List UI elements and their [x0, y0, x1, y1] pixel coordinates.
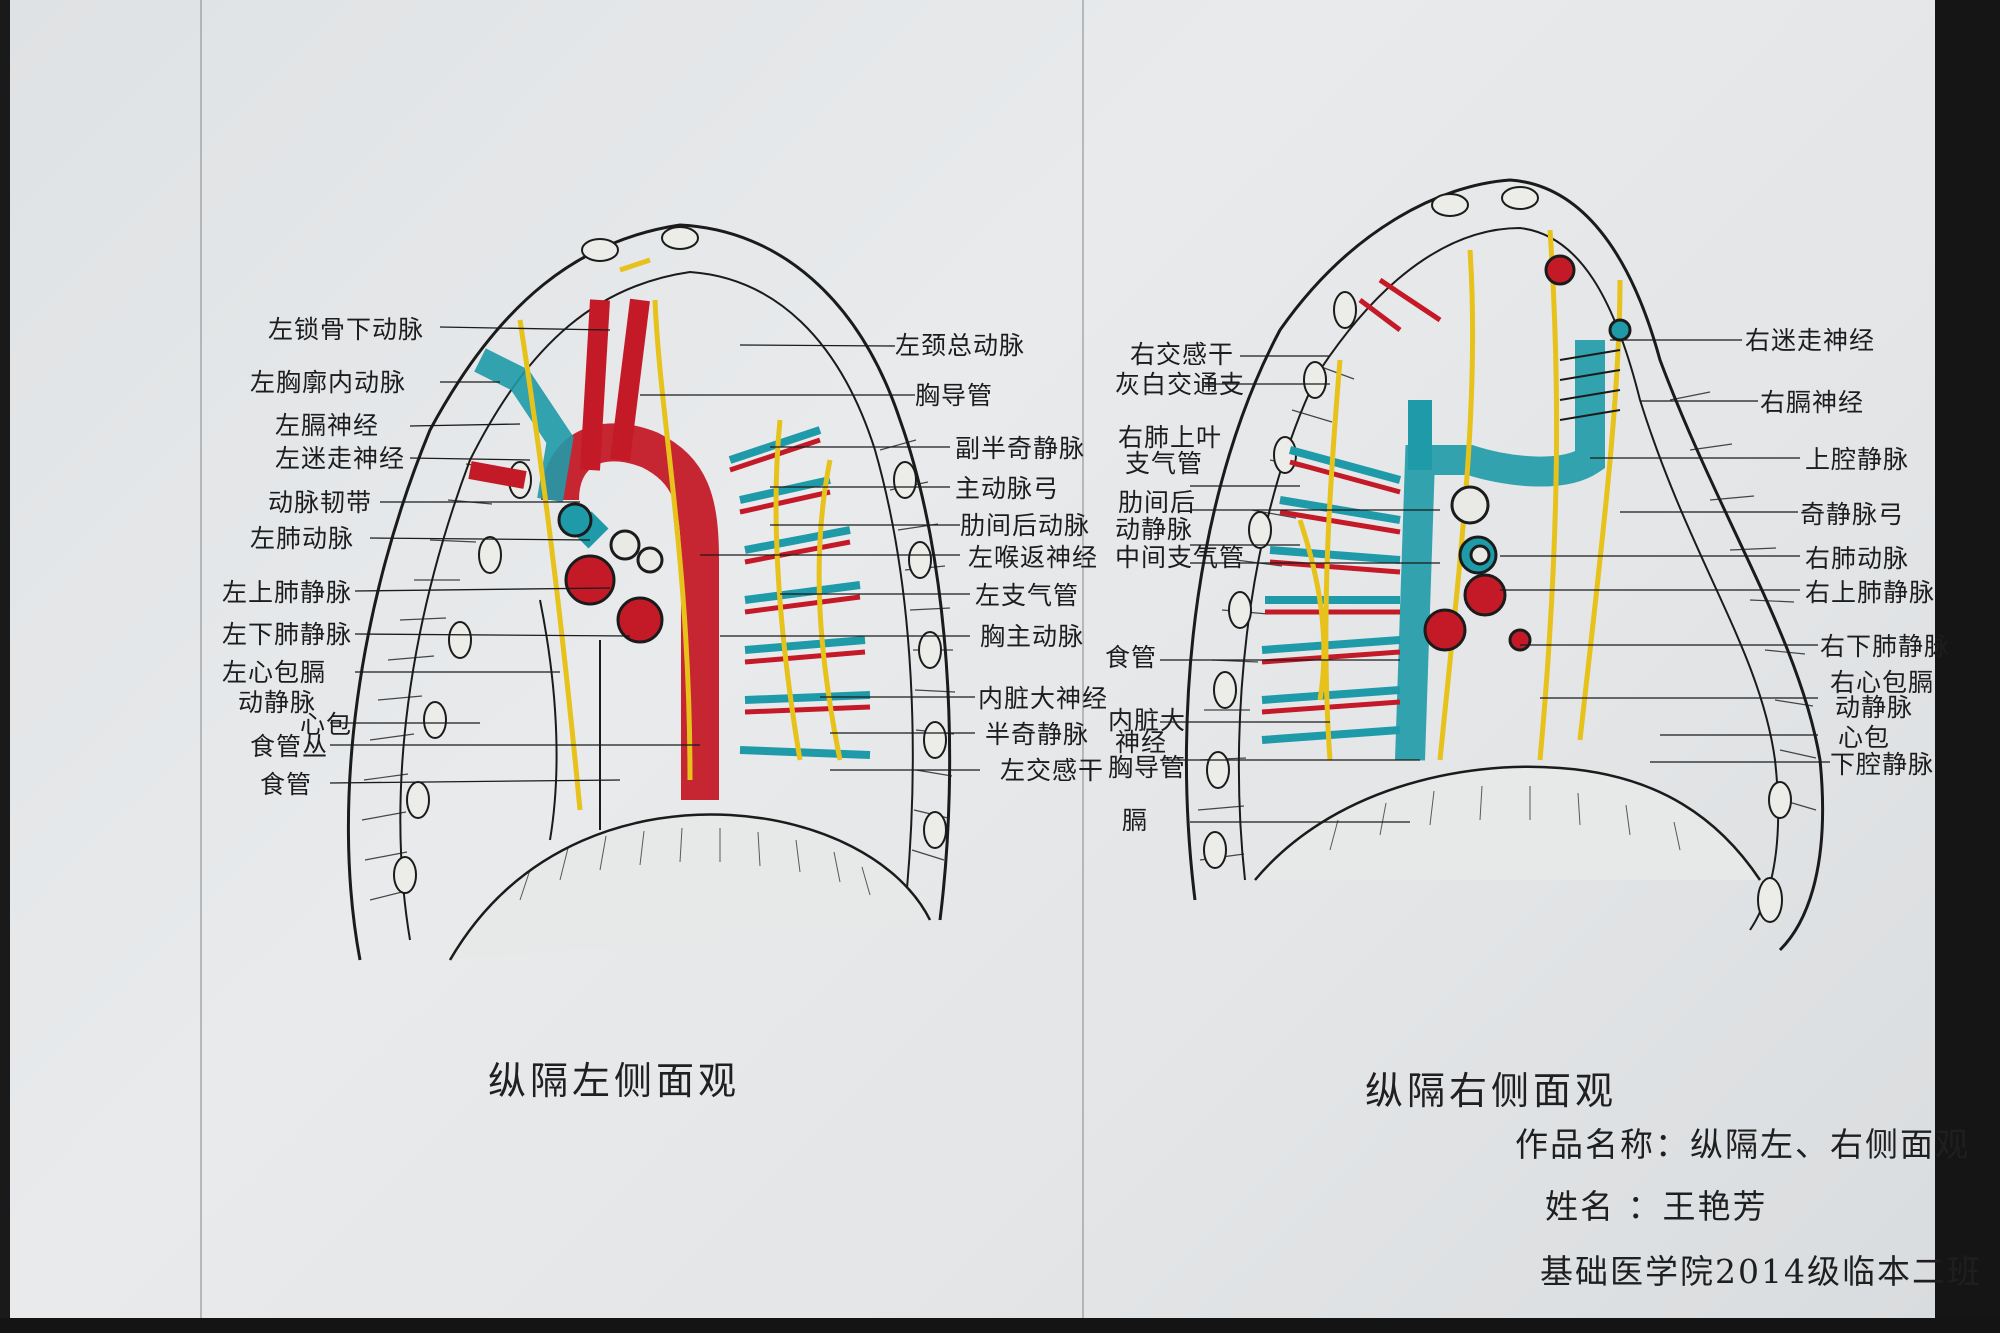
fold-line-left [200, 0, 202, 1318]
left-view-title: 纵隔左侧面观 [488, 1059, 741, 1103]
label-right-upper-lobe: 右肺上叶 [1118, 423, 1223, 452]
label-left-phrenic-nerve: 左膈神经 [275, 411, 380, 440]
paper-sheet [10, 0, 1935, 1318]
label-left-esophagus: 食管 [260, 770, 313, 799]
label-left-subclavian-artery: 左锁骨下动脉 [268, 315, 425, 344]
label-intermediate-bronchus: 中间支气管 [1115, 543, 1246, 572]
label-right-phrenic-nerve: 右膈神经 [1760, 388, 1865, 417]
label-thoracic-duct: 胸导管 [915, 381, 994, 410]
label-gray-white-rami: 灰白交通支 [1115, 370, 1246, 399]
label-aortic-arch: 主动脉弓 [955, 474, 1060, 503]
label-arterial-ligament: 动脉韧带 [268, 488, 373, 517]
label-diaphragm: 膈 [1122, 806, 1149, 835]
background-edge-bottom [0, 1318, 2000, 1333]
label-right-bronchus: 支气管 [1125, 449, 1204, 478]
label-left-common-carotid-artery: 左颈总动脉 [895, 331, 1026, 360]
label-greater-splanchnic-nerve: 内脏大神经 [978, 684, 1109, 713]
label-right-pericardiophrenic-av: 动静脉 [1835, 693, 1914, 722]
label-superior-vena-cava: 上腔静脉 [1805, 445, 1910, 474]
author-name: 姓名 ：王艳芳 [1545, 1187, 1768, 1226]
label-accessory-hemiazygos-vein: 副半奇静脉 [955, 434, 1086, 463]
label-right-greater-splanchnic-2: 神经 [1115, 728, 1168, 757]
work-name: 作品名称：纵隔左、右侧面观 [1515, 1125, 1970, 1164]
label-left-arteriovenous: 动静脉 [238, 688, 317, 717]
label-esophageal-plexus: 食管丛 [250, 732, 329, 761]
label-right-arteriovenous: 动静脉 [1115, 515, 1194, 544]
label-right-pulmonary-artery: 右肺动脉 [1805, 544, 1910, 573]
fold-line-center [1082, 0, 1084, 1318]
label-hemiazygos-vein: 半奇静脉 [985, 720, 1090, 749]
label-left-pulmonary-artery: 左肺动脉 [250, 524, 355, 553]
label-left-inferior-pulmonary-vein: 左下肺静脉 [222, 620, 353, 649]
right-mediastinum-diagram [1160, 178, 1830, 952]
label-left-superior-pulmonary-vein: 左上肺静脉 [222, 578, 353, 607]
label-inferior-vena-cava: 下腔静脉 [1830, 750, 1935, 779]
label-left-internal-thoracic-artery: 左胸廓内动脉 [250, 368, 407, 397]
label-left-vagus-nerve: 左迷走神经 [275, 444, 406, 473]
label-left-pericardium: 心包 [300, 710, 353, 739]
label-left-sympathetic-trunk: 左交感干 [1000, 756, 1105, 785]
label-right-greater-splanchnic-1: 内脏大 [1108, 706, 1187, 735]
label-azygos-arch: 奇静脉弓 [1800, 500, 1905, 529]
label-right-pericardium: 心包 [1838, 723, 1891, 752]
label-right-superior-pulmonary-vein: 右上肺静脉 [1805, 578, 1936, 607]
label-left-pericardiophrenic: 左心包膈 [222, 658, 327, 687]
label-right-posterior-intercostal: 肋间后 [1118, 488, 1197, 517]
class-info: 基础医学院2014级临本二班 [1540, 1252, 1982, 1291]
label-right-pericardiophrenic: 右心包膈 [1830, 668, 1935, 697]
label-right-esophagus: 食管 [1105, 643, 1158, 672]
background-edge [1935, 0, 2000, 1333]
label-posterior-intercostal-artery: 肋间后动脉 [960, 511, 1091, 540]
label-right-thoracic-duct: 胸导管 [1108, 753, 1187, 782]
label-right-inferior-pulmonary-vein: 右下肺静脉 [1820, 632, 1951, 661]
label-right-vagus-nerve: 右迷走神经 [1745, 326, 1876, 355]
label-left-bronchus: 左支气管 [975, 581, 1080, 610]
right-view-title: 纵隔右侧面观 [1365, 1069, 1618, 1113]
label-left-recurrent-laryngeal-nerve: 左喉返神经 [968, 543, 1099, 572]
label-thoracic-aorta: 胸主动脉 [980, 622, 1085, 651]
label-right-sympathetic-trunk: 右交感干 [1130, 340, 1235, 369]
left-mediastinum-diagram [329, 223, 980, 961]
